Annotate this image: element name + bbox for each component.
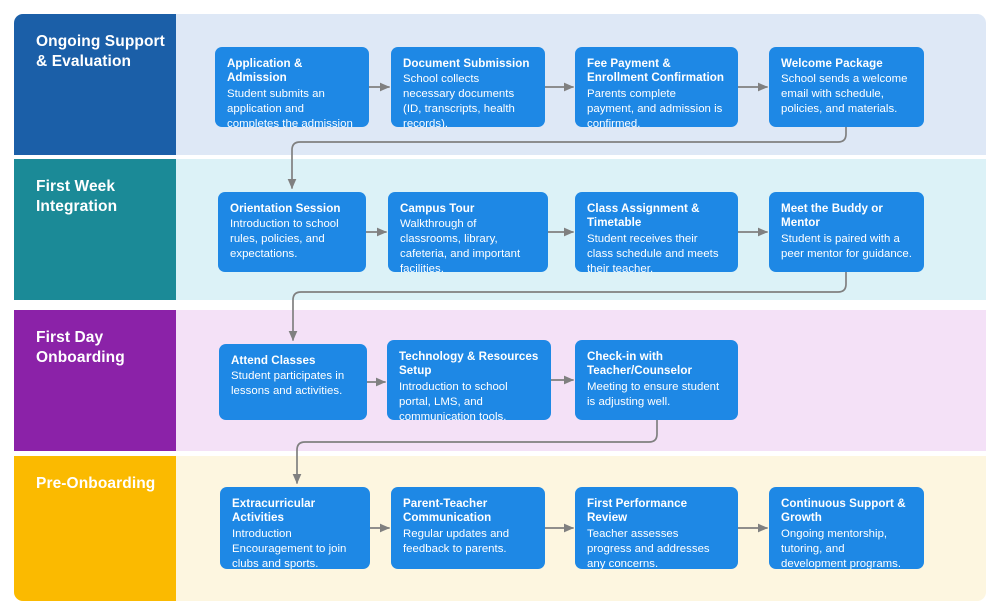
node-title: Orientation Session bbox=[230, 202, 341, 215]
node-title: Document Submission bbox=[403, 57, 530, 70]
node-title: Application & Admission bbox=[227, 57, 303, 85]
swimlane-label-ongoing-support: Ongoing Support & Evaluation bbox=[14, 14, 176, 155]
node-description: Meeting to ensure student is adjusting w… bbox=[587, 380, 720, 408]
node-title: Welcome Package bbox=[781, 57, 883, 70]
node-description: Ongoing mentorship, tutoring, and develo… bbox=[781, 527, 902, 569]
node-description: Student submits an application and compl… bbox=[227, 87, 353, 127]
node-title: First Performance Review bbox=[587, 497, 688, 525]
node-title: Campus Tour bbox=[400, 202, 475, 215]
node-description: Walkthrough of classrooms, library, cafe… bbox=[400, 218, 521, 272]
node-description: School collects necessary documents (ID,… bbox=[403, 73, 515, 127]
node-title: Attend Classes bbox=[231, 354, 316, 367]
node-title: Continuous Support & Growth bbox=[781, 497, 906, 525]
node-title: Meet the Buddy or Mentor bbox=[781, 202, 883, 230]
node-description: Student participates in lessons and acti… bbox=[231, 370, 345, 398]
node-description: Parents complete payment, and admission … bbox=[587, 87, 723, 127]
node-title: Extracurricular Activities bbox=[232, 497, 316, 525]
node-description: Introduction to school portal, LMS, and … bbox=[399, 380, 508, 420]
node-description: School sends a welcome email with schedu… bbox=[781, 73, 908, 116]
node-description: Student is paired with a peer mentor for… bbox=[781, 232, 912, 260]
node-title: Technology & Resources Setup bbox=[399, 350, 539, 378]
node-title: Parent-Teacher Communication bbox=[403, 497, 492, 525]
node-title: Check-in with Teacher/Counselor bbox=[587, 350, 693, 378]
node-description: Regular updates and feedback to parents. bbox=[403, 527, 510, 555]
swimlane-label-first-day-onboarding: First Day Onboarding bbox=[14, 310, 176, 451]
swimlane-label-first-week-integration: First Week Integration bbox=[14, 159, 176, 300]
node-description: Student receives their class schedule an… bbox=[587, 232, 719, 272]
node-description: Introduction to school rules, policies, … bbox=[230, 218, 339, 261]
node-title: Fee Payment & Enrollment Confirmation bbox=[587, 57, 725, 85]
node-description: Teacher assesses progress and addresses … bbox=[587, 527, 710, 569]
swimlane-label-pre-onboarding: Pre-Onboarding bbox=[14, 456, 176, 601]
node-title: Class Assignment & Timetable bbox=[587, 202, 700, 230]
node-description: Introduction Encouragement to join clubs… bbox=[232, 527, 347, 569]
